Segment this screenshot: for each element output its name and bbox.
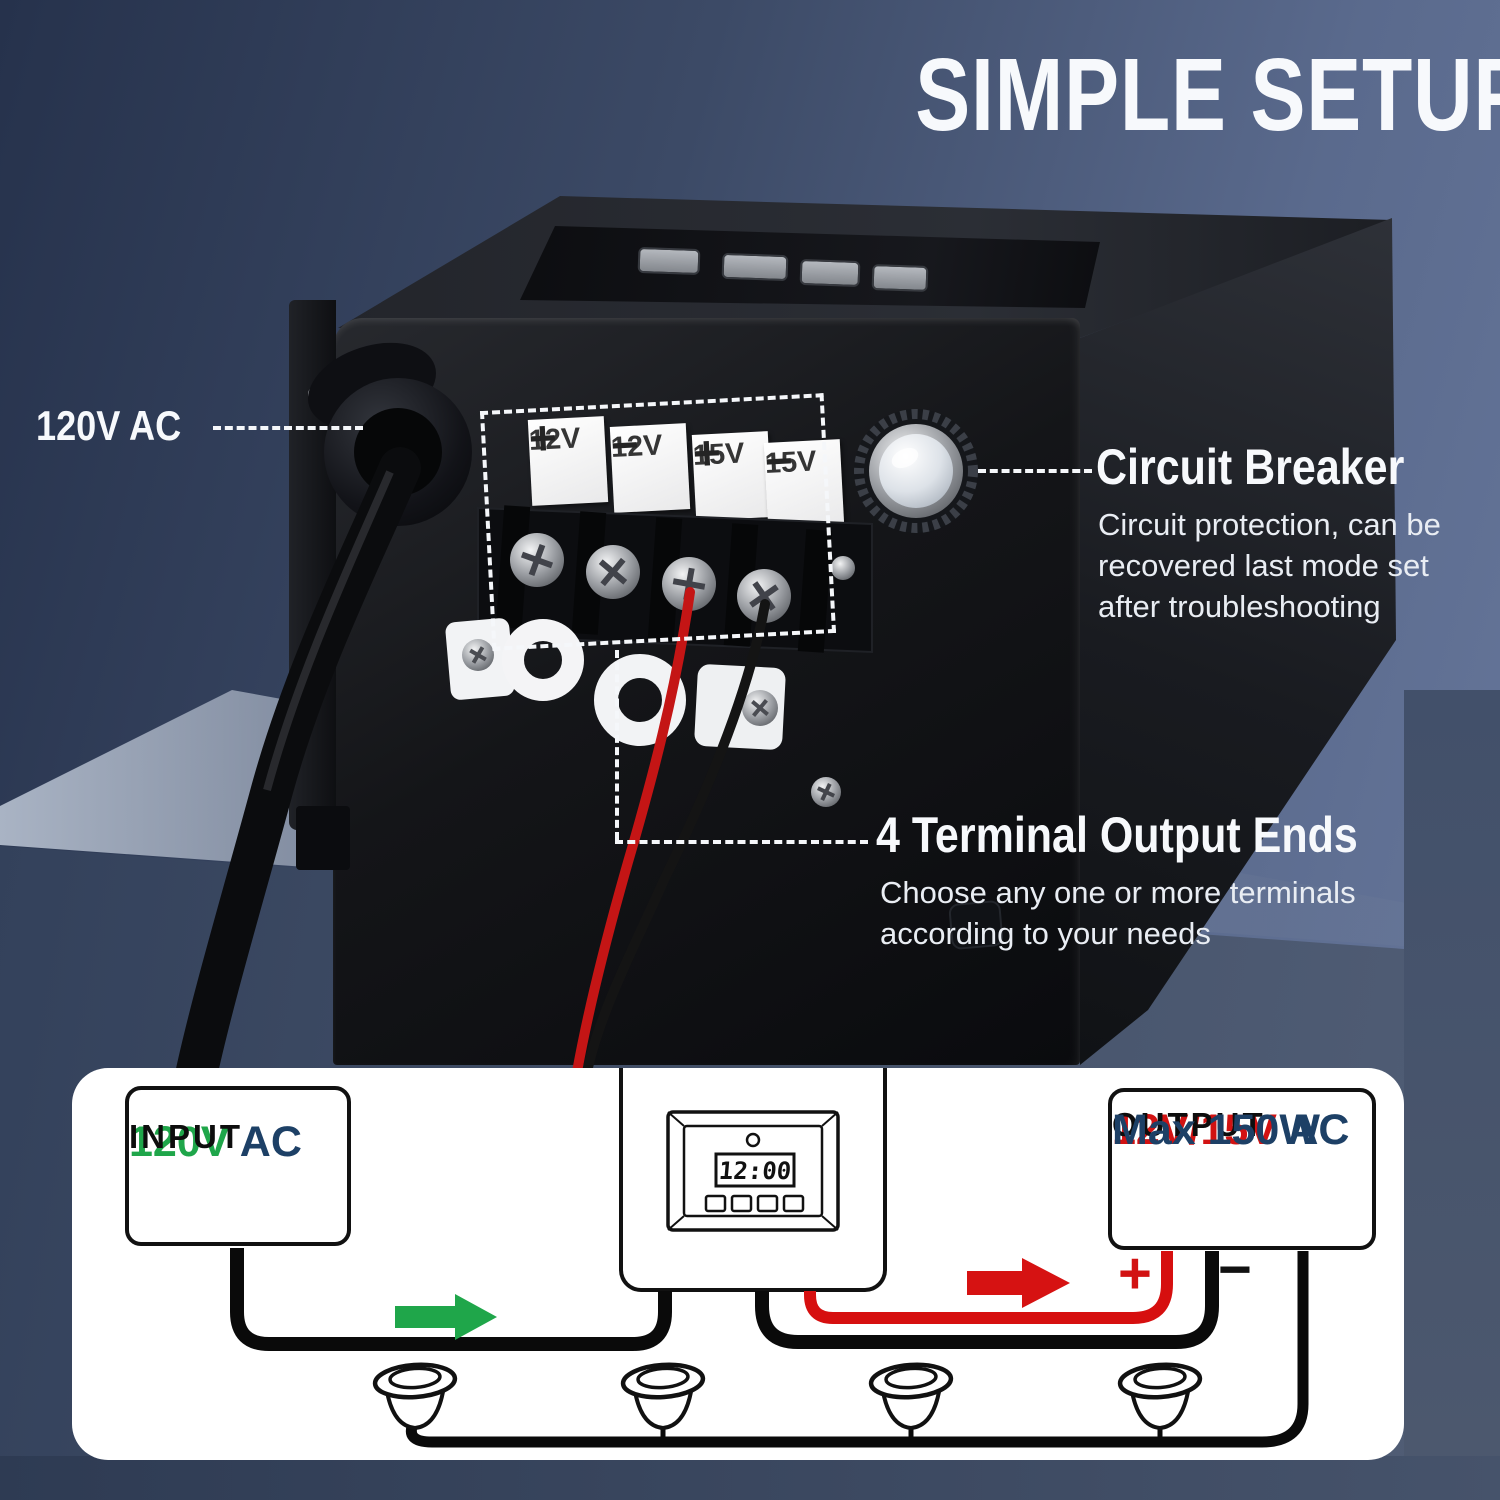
input-voltage: 120V AC: [129, 1118, 302, 1166]
terminal-block: [477, 505, 873, 654]
circuit-breaker-description: Circuit protection, can be recovered las…: [1098, 507, 1441, 624]
circuit-breaker-knob: [854, 409, 978, 533]
backdrop-footer-band: [0, 1456, 1500, 1500]
light-fixture: [372, 1362, 458, 1431]
diagram-wires: [230, 1248, 1309, 1448]
output-box: 12V/15V AC OUTPUT Max 150W: [1108, 1088, 1376, 1250]
leader-line-breaker: [978, 469, 1092, 473]
backdrop-right: [1404, 690, 1500, 1458]
minus-symbol: −: [1218, 1237, 1252, 1302]
timer-display: 12:00: [717, 1157, 793, 1185]
timer-drawing: [666, 1110, 840, 1232]
face-screw: [811, 777, 841, 807]
input-box: 120V AC INPUT: [125, 1086, 351, 1246]
output-wires: [572, 587, 770, 1077]
output-label: OUTPUT: [1112, 1106, 1266, 1143]
output-max-power: Max 150W: [1112, 1106, 1320, 1154]
cable-clamp: [445, 618, 584, 701]
light-fixture: [620, 1362, 706, 1431]
light-fixture: [868, 1362, 954, 1431]
terminal-screws: [510, 533, 791, 623]
mounting-foot: [296, 806, 350, 870]
output-voltage: 12V/15V AC: [1112, 1106, 1350, 1154]
red-arrow-icon: [967, 1258, 1070, 1308]
light-fixture: [1117, 1362, 1203, 1431]
plus-symbol: +: [1118, 1241, 1152, 1306]
leader-line-terminals-vertical: [615, 650, 619, 840]
mains-cable: [174, 447, 421, 1101]
leader-line-terminals-horizontal: [615, 840, 868, 844]
timer-buttons: [704, 1194, 805, 1213]
light-fixtures: [372, 1362, 1203, 1431]
leader-line-input: [213, 426, 363, 430]
timer-screen: [714, 1152, 796, 1188]
terminal-output-description: Choose any one or more terminals accordi…: [880, 875, 1356, 951]
input-label: INPUT: [129, 1118, 243, 1155]
green-arrow-icon: [395, 1294, 497, 1340]
timer-led: [745, 1132, 761, 1148]
